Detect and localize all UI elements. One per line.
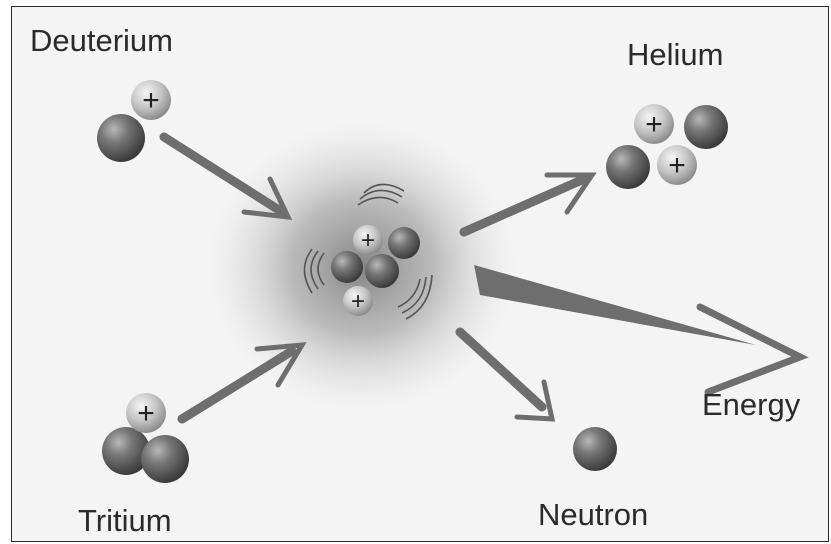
proton-plus-sign: +: [361, 227, 375, 254]
energy-label: Energy: [702, 387, 801, 422]
proton-sphere: [657, 145, 697, 185]
tritium-label: Tritium: [78, 503, 172, 538]
proton-sphere: [126, 393, 166, 433]
arrow-deuterium-in: [159, 132, 293, 220]
diagram-frame: + + + +: [11, 6, 829, 542]
proton-sphere: [353, 225, 383, 255]
proton-sphere: [343, 286, 373, 316]
neutron-sphere: [388, 227, 420, 259]
proton-plus-sign: +: [142, 84, 160, 117]
neutron-sphere: [141, 435, 189, 483]
proton-sphere: [131, 80, 171, 120]
deuterium-nucleus: +: [97, 80, 171, 162]
free-neutron: [573, 427, 617, 471]
proton-sphere: [634, 104, 674, 144]
proton-plus-sign: +: [645, 108, 663, 141]
proton-plus-sign: +: [351, 288, 365, 315]
proton-plus-sign: +: [668, 149, 686, 182]
neutron-sphere: [606, 145, 650, 189]
proton-plus-sign: +: [137, 397, 155, 430]
arrow-helium-out: [459, 172, 597, 237]
neutron-sphere: [331, 251, 363, 283]
deuterium-label: Deuterium: [30, 23, 173, 58]
helium-label: Helium: [627, 37, 724, 72]
neutron-sphere: [102, 427, 150, 475]
vibration-lines: [303, 183, 433, 320]
fusion-cluster: + +: [303, 183, 433, 320]
helium-nucleus: + +: [606, 104, 728, 189]
arrow-neutron-out: [455, 327, 556, 422]
arrow-tritium-in: [177, 342, 307, 424]
neutron-sphere: [365, 254, 399, 288]
arrow-energy-out: [474, 265, 809, 396]
tritium-nucleus: +: [102, 393, 189, 483]
neutron-sphere: [684, 105, 728, 149]
neutron-sphere: [97, 114, 145, 162]
fusion-diagram: + + + +: [97, 80, 809, 483]
neutron-label: Neutron: [538, 497, 649, 532]
